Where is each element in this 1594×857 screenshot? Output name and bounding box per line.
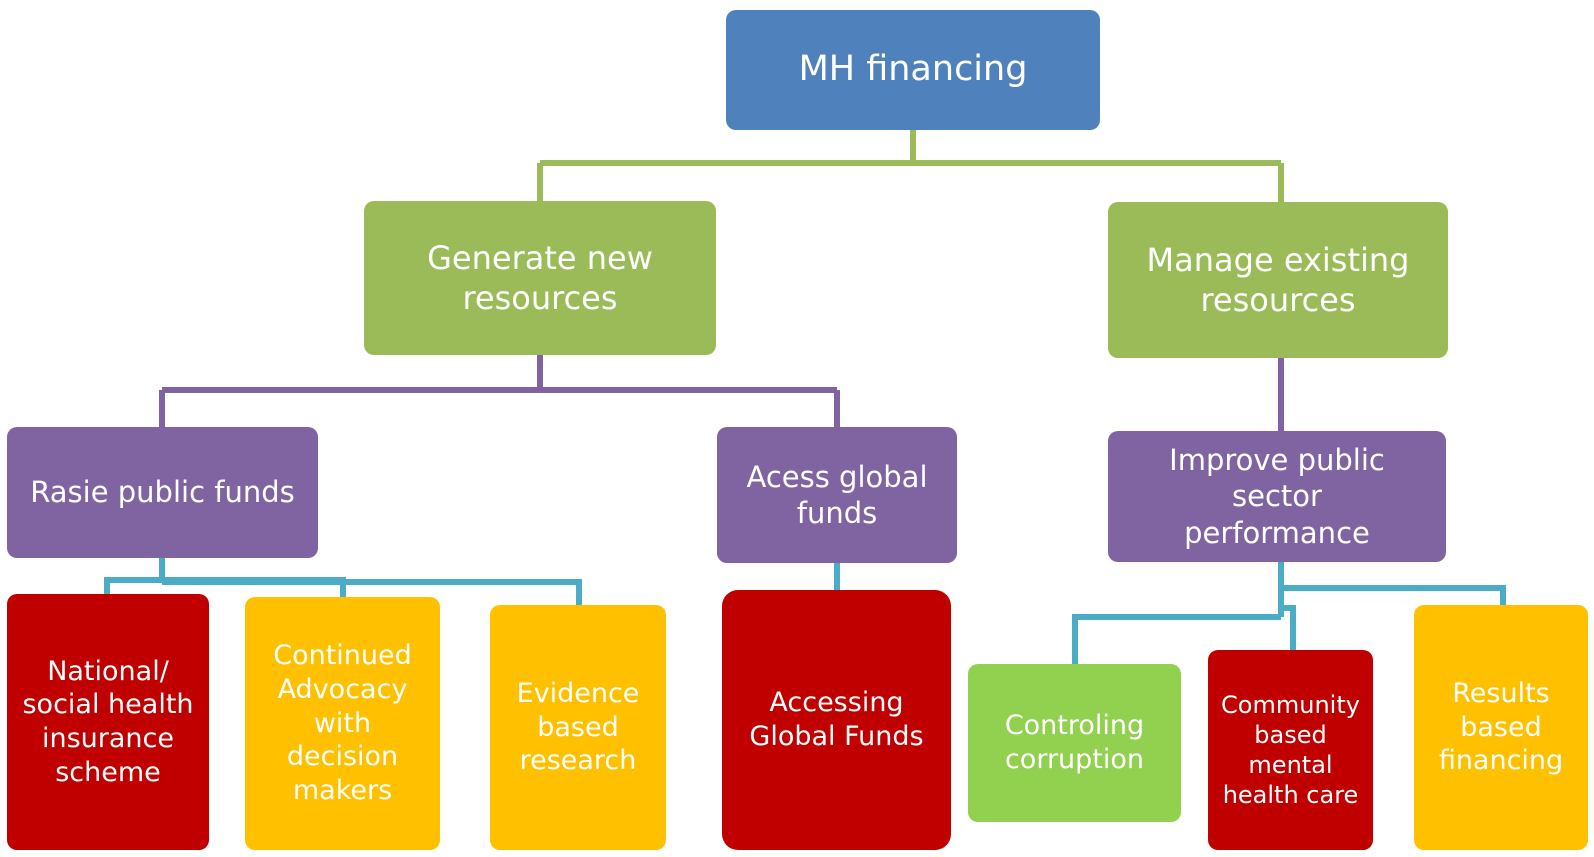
leaf-results-financing-label: Results based financing — [1438, 677, 1564, 777]
subbranch-public-sector-label: Improve public sector performance — [1169, 443, 1385, 550]
branch-generate-label: Generate new resources — [427, 239, 653, 317]
leaf-advocacy-node: Continued Advocacy with decision makers — [245, 597, 440, 850]
leaf-results-financing-node: Results based financing — [1414, 605, 1588, 850]
leaf-evidence-node: Evidence based research — [490, 605, 666, 850]
leaf-community-care-label: Community based mental health care — [1221, 691, 1360, 809]
leaf-global-funds-node: Accessing Global Funds — [722, 590, 951, 850]
leaf-corruption-label: Controling corruption — [1004, 710, 1145, 775]
root-connectors — [537, 130, 1284, 202]
branch-manage-node: Manage existing resources — [1108, 202, 1448, 358]
leaf-advocacy-label: Continued Advocacy with decision makers — [273, 640, 412, 807]
leaf-global-funds-label: Accessing Global Funds — [749, 687, 924, 752]
leaf-3-link — [162, 579, 582, 605]
leaf-6-link — [1281, 605, 1296, 650]
leaf-connectors — [104, 558, 1506, 664]
subbranch-global-funds-label: Acess global funds — [746, 459, 928, 530]
leaf-evidence-label: Evidence based research — [516, 677, 640, 777]
root-label: MH financing — [798, 49, 1028, 90]
subbranch-public-funds-label: Rasie public funds — [30, 475, 295, 510]
branch-connectors — [159, 355, 1284, 431]
subbranch-public-sector-node: Improve public sector performance — [1108, 431, 1446, 562]
leaf-1-link — [104, 577, 162, 594]
branch-generate-node: Generate new resources — [364, 201, 716, 355]
subbranch-public-funds-node: Rasie public funds — [7, 427, 318, 558]
leaf-health-insurance-node: National/ social health insurance scheme — [7, 594, 209, 850]
leaf-5-link — [1072, 614, 1281, 664]
subbranch-global-funds-node: Acess global funds — [717, 427, 957, 563]
root-node: MH financing — [726, 10, 1100, 130]
leaf-corruption-node: Controling corruption — [968, 664, 1181, 822]
leaf-community-care-node: Community based mental health care — [1208, 650, 1373, 850]
leaf-7-link — [1281, 585, 1506, 605]
leaf-health-insurance-label: National/ social health insurance scheme — [22, 655, 194, 788]
branch-manage-label: Manage existing resources — [1146, 241, 1410, 319]
